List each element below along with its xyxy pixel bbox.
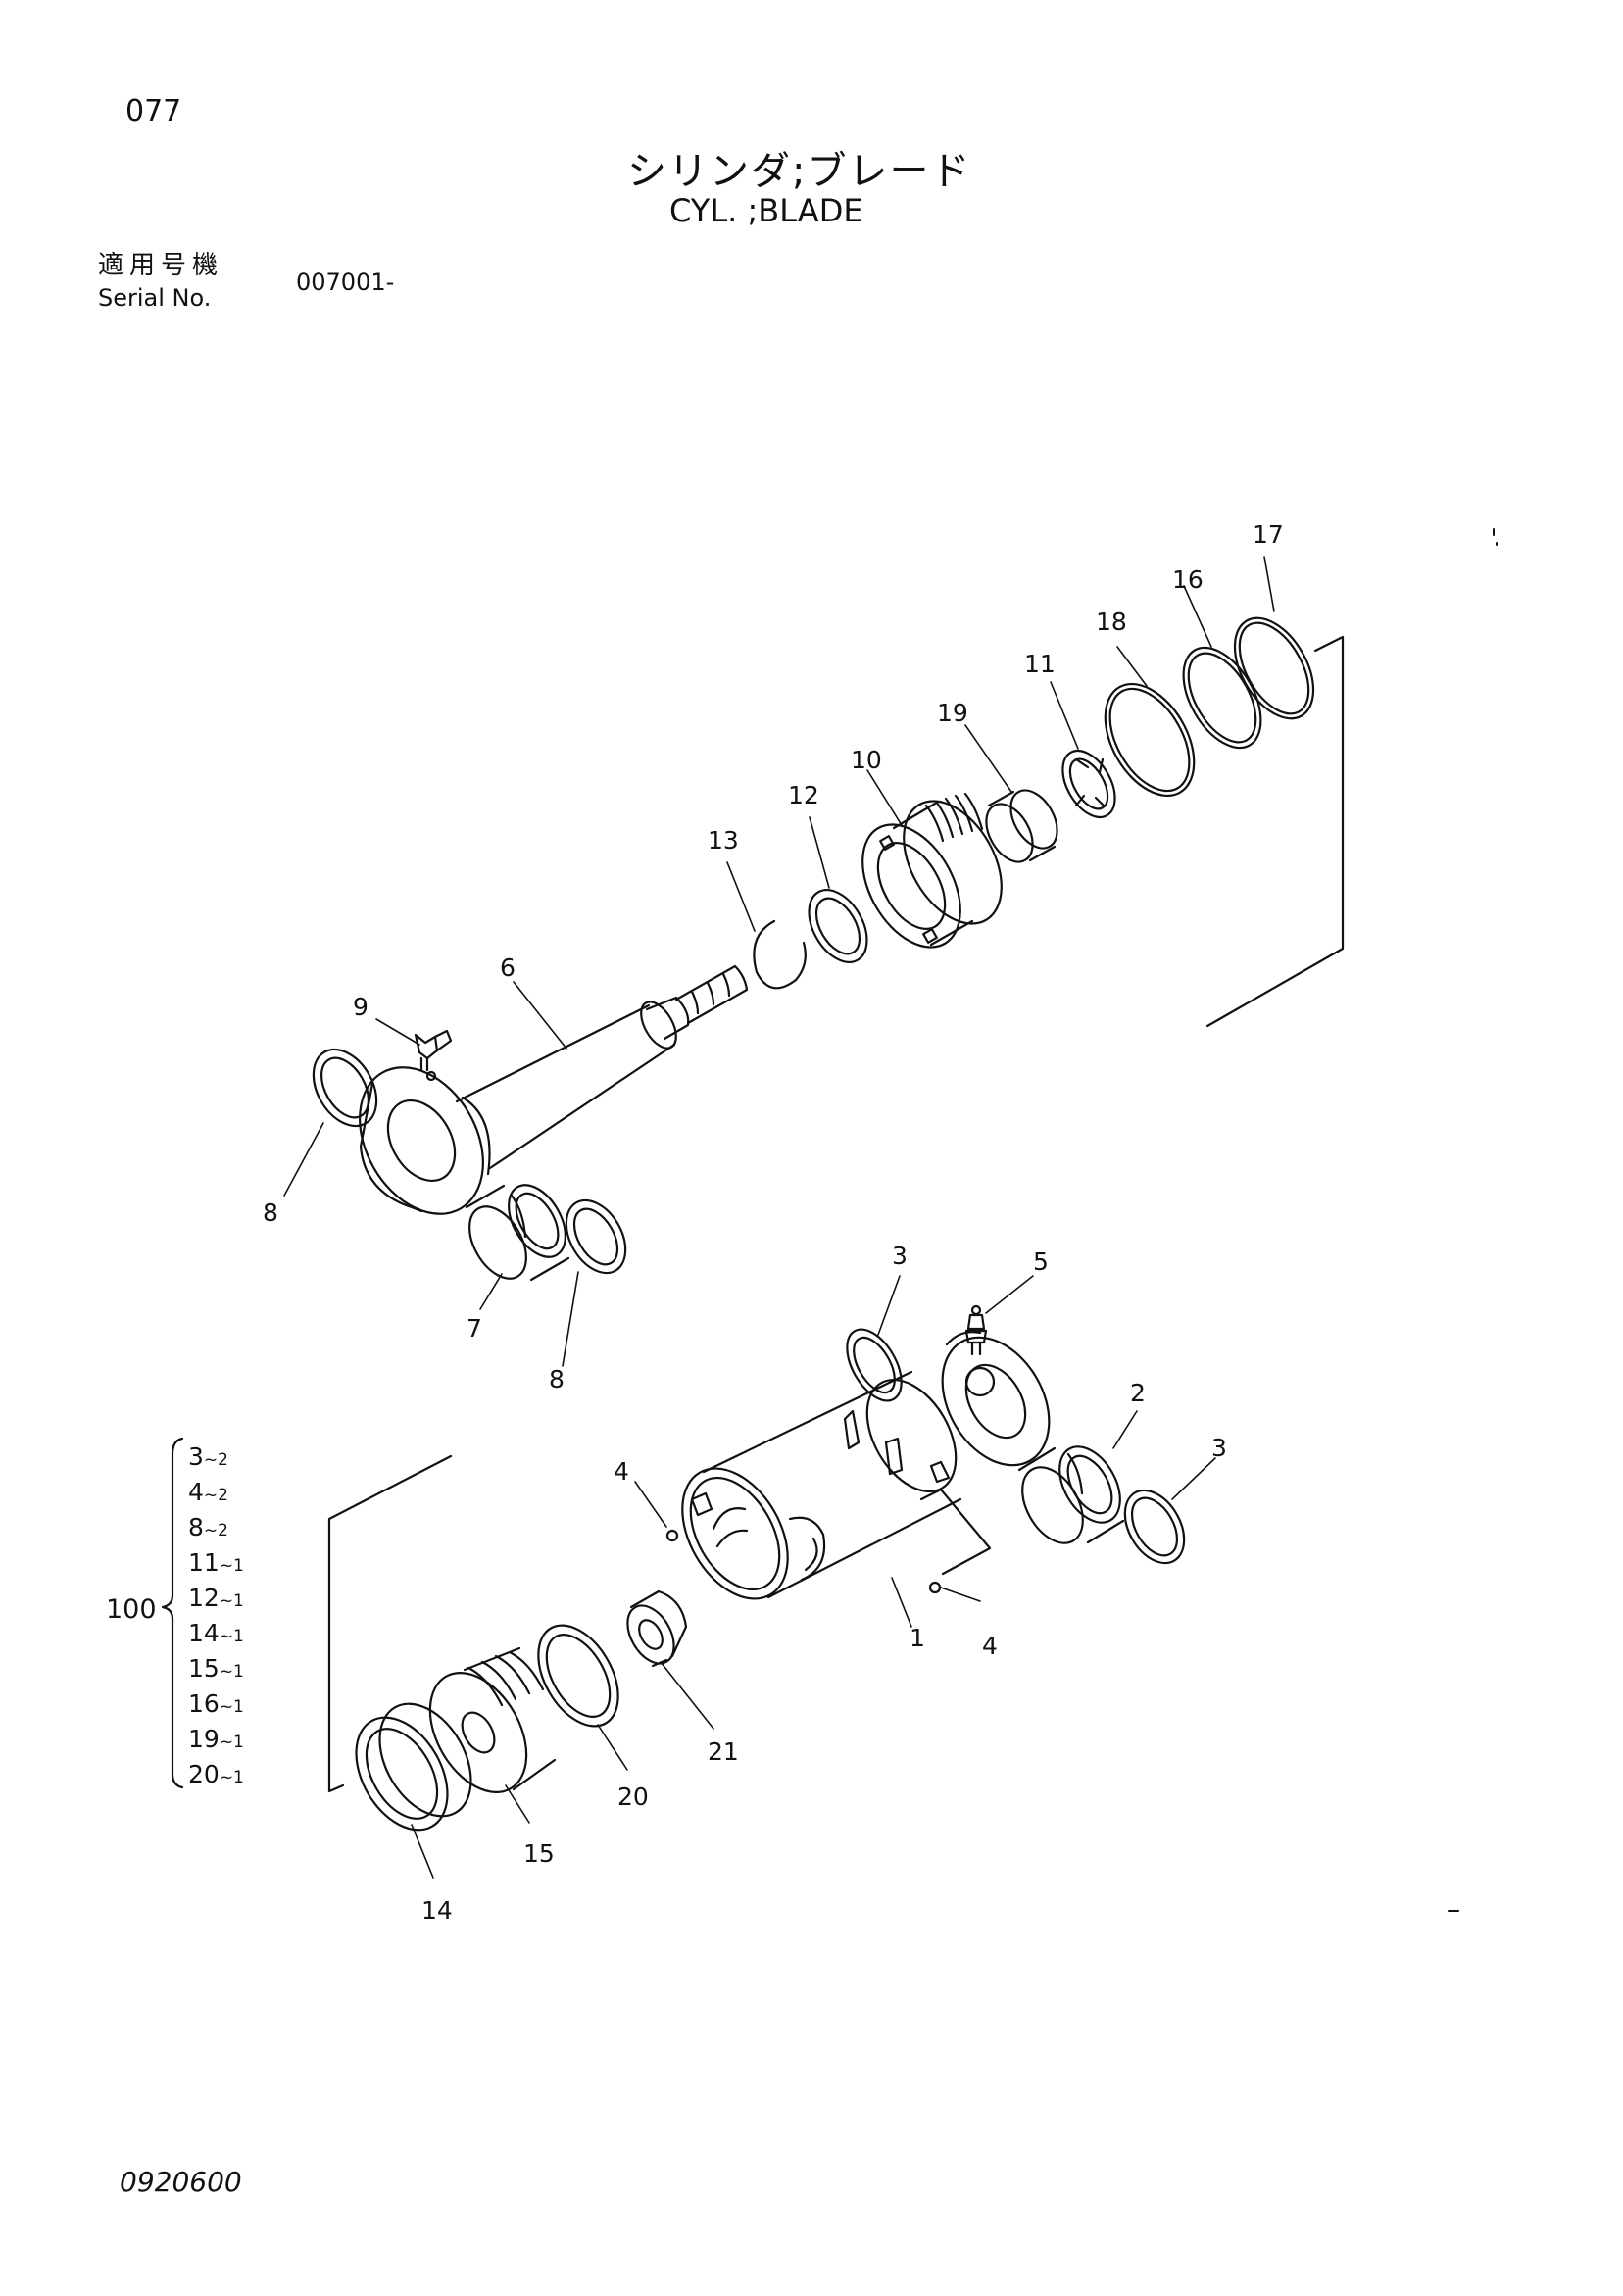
part-20-seal [537, 1624, 619, 1728]
part-4-plug-lower [928, 1581, 942, 1594]
callout-8-left: 8 [263, 1198, 278, 1227]
kit-item: 4~2 [188, 1478, 228, 1506]
serial-label-japanese: 適用号機 [98, 251, 224, 280]
callout-17: 19 [937, 699, 968, 727]
part-16-o-ring [1104, 682, 1196, 798]
part-6-piston-rod [359, 964, 749, 1215]
page-number: 077 [125, 94, 182, 128]
part-21-nut [626, 1589, 688, 1668]
callout-4-upper: 4 [614, 1457, 629, 1486]
callout-21: 21 [708, 1737, 739, 1766]
part-8-dust-seal-right [565, 1198, 627, 1275]
callout-16: 18 [1096, 608, 1127, 636]
part-11-seal [1061, 750, 1116, 818]
callout-14: 16 [1172, 565, 1204, 594]
part-13-snap-ring [753, 919, 807, 990]
part-1-cylinder-tube [681, 1331, 1051, 1600]
callout-9: 9 [353, 993, 369, 1021]
part-12-ring [808, 889, 868, 963]
part-2-bushing [1017, 1445, 1125, 1544]
kit-item: 19~1 [188, 1725, 244, 1753]
callout-8-right: 8 [549, 1365, 565, 1393]
part-19-piston [428, 1646, 557, 1793]
part-5-grease-nipple [964, 1304, 988, 1356]
document-code: 0920600 [120, 2166, 242, 2198]
leader-lines [283, 556, 1275, 1879]
part-3-dust-seal-upper [846, 1328, 903, 1402]
title-japanese: シリンダ;ブレード [627, 149, 972, 194]
part-18-piston-ring [355, 1702, 472, 1832]
callout-10: 10 [851, 746, 882, 774]
part-7-bushing [465, 1184, 570, 1282]
serial-label-english: Serial No. [98, 284, 212, 312]
kit-item: 15~1 [188, 1654, 244, 1683]
part-17-bushing [1009, 789, 1058, 850]
callout-6: 6 [500, 953, 516, 982]
title-english: CYL. ;BLADE [669, 192, 863, 229]
port-leader [919, 1488, 992, 1576]
callout-3-lower: 3 [1211, 1434, 1227, 1462]
part-15-o-ring [1233, 616, 1315, 720]
callout-13: 13 [708, 826, 739, 855]
part-4-plug-upper [665, 1529, 679, 1542]
callout-4-lower: 4 [982, 1632, 998, 1660]
kit-item: 14~1 [188, 1619, 244, 1647]
callout-18: 14 [421, 1896, 453, 1925]
callout-11: 11 [1024, 650, 1056, 678]
callout-3-upper: 3 [892, 1242, 908, 1270]
kit-brace [161, 1437, 184, 1789]
part-9-grease-fitting [414, 1029, 453, 1072]
callout-labels: 17 16 18 11 19 10 12 13 6 9 8 7 8 3 5 2 … [263, 520, 1284, 1925]
kit-item: 8~2 [188, 1513, 228, 1541]
kit-item: 12~1 [188, 1584, 244, 1612]
rod-bracket-line [1205, 635, 1345, 1028]
serial-number-value: 007001- [296, 269, 395, 296]
kit-item: 16~1 [188, 1689, 244, 1718]
callout-15: 17 [1253, 520, 1284, 549]
part-8-dust-seal-left [312, 1048, 378, 1128]
callout-20: 20 [617, 1783, 649, 1811]
part-3-dust-seal-lower [1123, 1489, 1186, 1565]
piston-bracket-line [327, 1454, 453, 1793]
callout-2: 2 [1130, 1379, 1146, 1407]
kit-number: 100 [106, 1594, 157, 1625]
callout-19: 15 [523, 1839, 555, 1868]
callout-12: 12 [788, 781, 819, 809]
callout-5: 5 [1033, 1247, 1049, 1276]
part-10-rod-cover [861, 792, 1003, 949]
part-14-backup-ring [1182, 646, 1262, 750]
kit-item: 20~1 [188, 1760, 244, 1788]
callout-1: 1 [910, 1624, 925, 1652]
kit-item: 3~2 [188, 1442, 228, 1471]
callout-7: 7 [467, 1314, 482, 1343]
kit-item: 11~1 [188, 1548, 244, 1577]
